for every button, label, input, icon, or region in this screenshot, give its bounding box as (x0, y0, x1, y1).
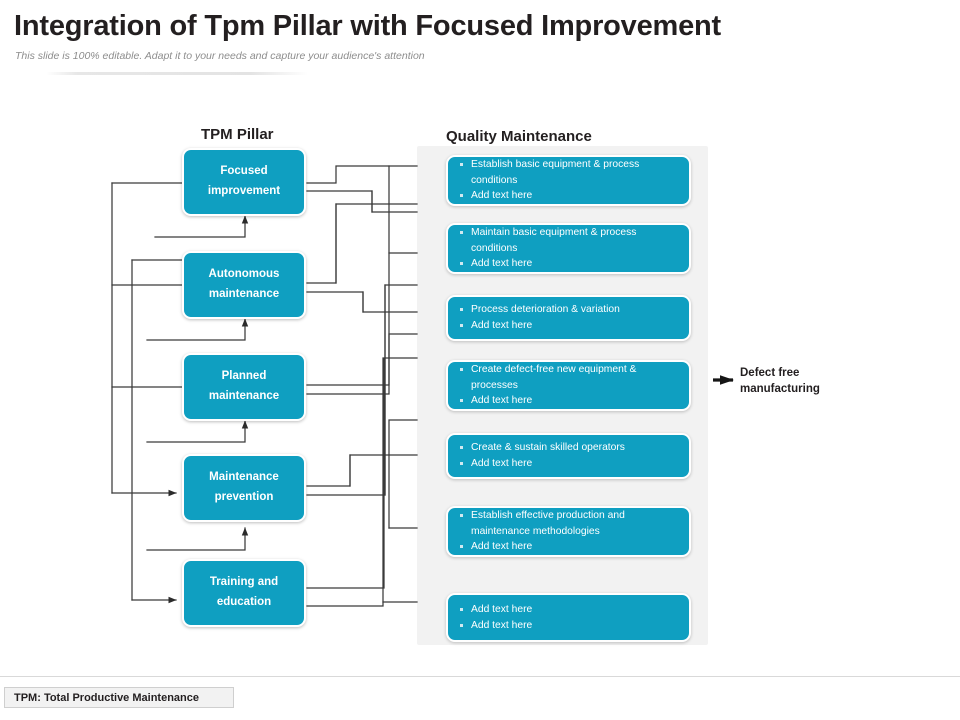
pillar-label-line1: Focused (220, 165, 268, 178)
quality-box[interactable]: Create defect-free new equipment & proce… (446, 360, 691, 411)
quality-maintenance-heading: Quality Maintenance (446, 128, 592, 145)
pillar-box[interactable]: Planned maintenance (182, 353, 306, 421)
pillar-label-line1: Maintenance (209, 471, 279, 484)
quality-bullet: Add text here (456, 602, 679, 618)
quality-bullet: Create & sustain skilled operators (456, 440, 679, 456)
pillar-label-line2: education (216, 596, 272, 608)
pillar-label-line2: prevention (214, 491, 274, 503)
quality-bullet: Add text here (456, 539, 679, 555)
quality-bullet: Establish effective production and maint… (456, 508, 679, 539)
pillar-box[interactable]: Maintenance prevention (182, 454, 306, 522)
tpm-pillar-heading: TPM Pillar (201, 126, 274, 143)
pillar-label-line1: Training and (209, 576, 279, 589)
quality-box[interactable]: Create & sustain skilled operators Add t… (446, 433, 691, 479)
quality-bullet: Add text here (456, 618, 679, 634)
pillar-box[interactable]: Training and education (182, 559, 306, 627)
quality-bullet: Create defect-free new equipment & proce… (456, 362, 679, 393)
quality-bullet: Maintain basic equipment & process condi… (456, 225, 679, 256)
legend-box: TPM: Total Productive Maintenance (4, 687, 234, 708)
legend-text: TPM: Total Productive Maintenance (14, 691, 199, 704)
page-subtitle: This slide is 100% editable. Adapt it to… (15, 50, 425, 62)
title-underline (46, 72, 308, 75)
pillar-label-line1: Planned (221, 370, 267, 383)
outcome-line2: manufacturing (740, 382, 820, 395)
quality-bullet: Add text here (456, 456, 679, 472)
quality-box[interactable]: Establish basic equipment & process cond… (446, 155, 691, 206)
quality-box[interactable]: Add text here Add text here (446, 593, 691, 642)
outcome-label: Defect free manufacturing (740, 366, 820, 398)
quality-bullet: Add text here (456, 256, 679, 272)
quality-bullet: Process deterioration & variation (456, 302, 679, 318)
quality-bullet: Establish basic equipment & process cond… (456, 157, 679, 188)
pillar-label-line2: maintenance (208, 288, 280, 300)
quality-box[interactable]: Maintain basic equipment & process condi… (446, 223, 691, 274)
pillar-box[interactable]: Autonomous maintenance (182, 251, 306, 319)
pillar-label-line2: improvement (207, 185, 281, 197)
quality-box[interactable]: Process deterioration & variation Add te… (446, 295, 691, 341)
footer-divider (0, 676, 960, 677)
quality-bullet: Add text here (456, 318, 679, 334)
quality-bullet: Add text here (456, 393, 679, 409)
quality-box[interactable]: Establish effective production and maint… (446, 506, 691, 557)
outcome-line1: Defect free (740, 367, 800, 379)
quality-bullet: Add text here (456, 188, 679, 204)
page-title: Integration of Tpm Pillar with Focused I… (14, 10, 722, 42)
pillar-label-line1: Autonomous (208, 268, 280, 281)
pillar-box[interactable]: Focused improvement (182, 148, 306, 216)
pillar-label-line2: maintenance (208, 390, 280, 402)
